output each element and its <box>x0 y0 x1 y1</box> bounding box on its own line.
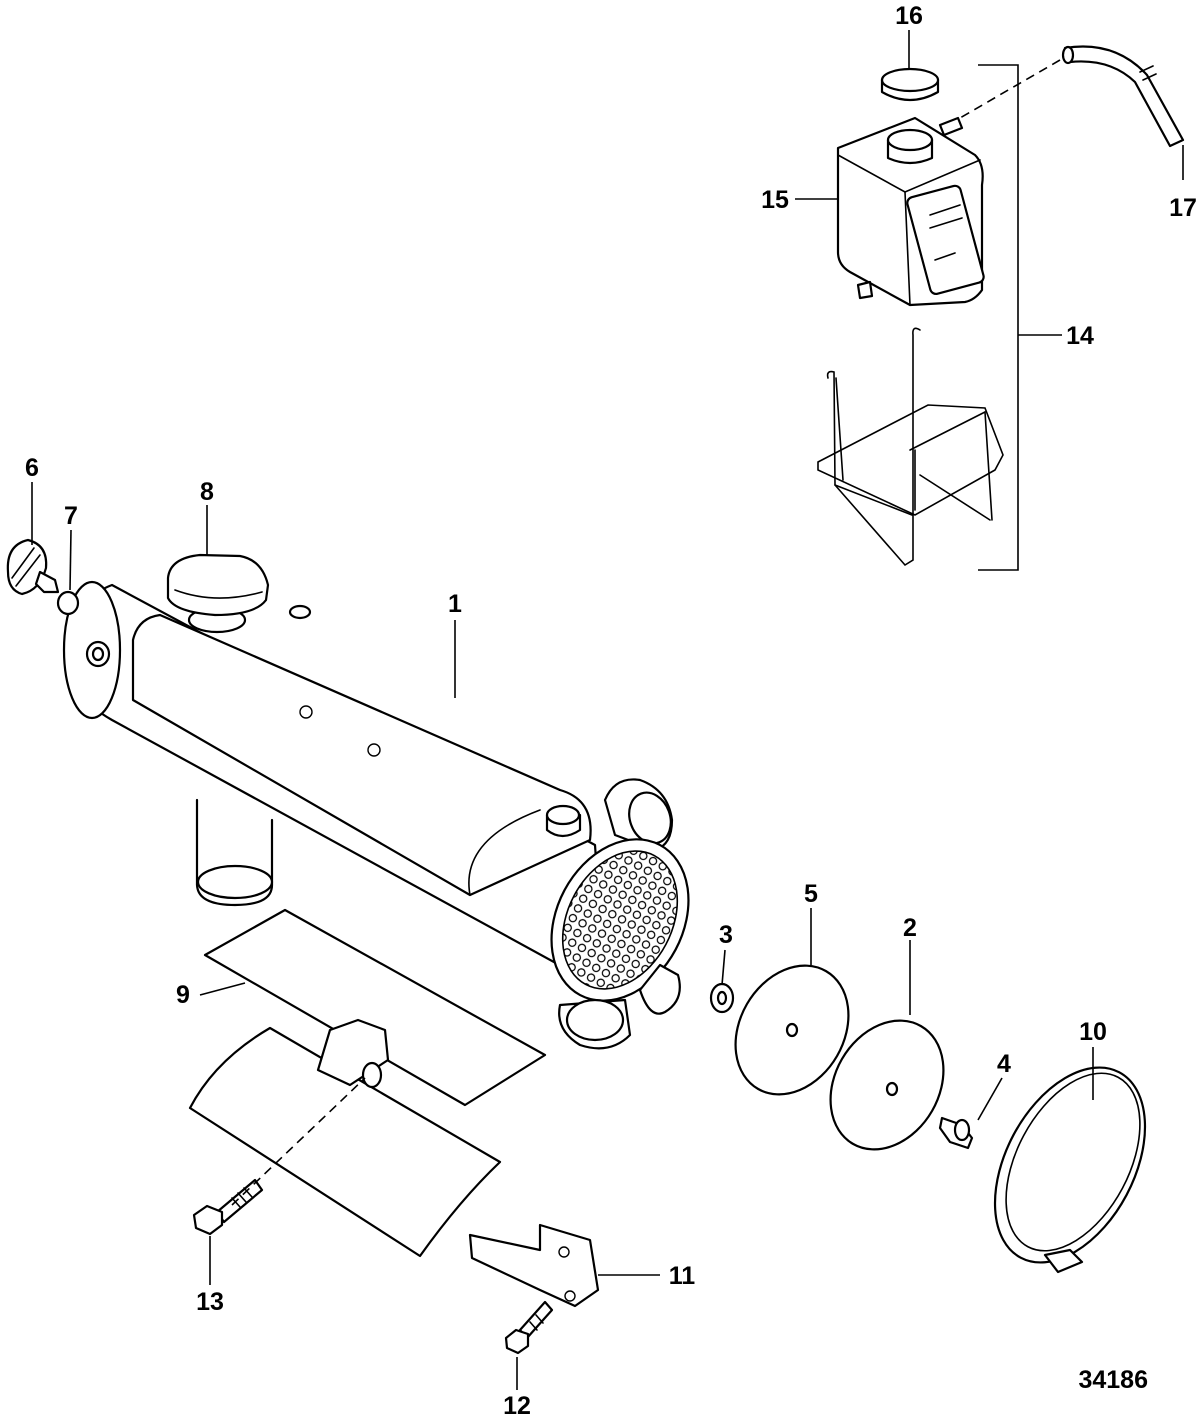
callout-12: 12 <box>503 1392 531 1418</box>
part-4-screw <box>938 1116 974 1150</box>
part-10-hose-clamp <box>993 1066 1147 1274</box>
part-17-overflow-hose <box>1061 45 1185 148</box>
leader-lines <box>31 30 1184 1390</box>
callout-1: 1 <box>448 590 462 618</box>
callout-6: 6 <box>25 454 39 482</box>
callout-3: 3 <box>719 921 733 949</box>
callout-10: 10 <box>1079 1018 1107 1046</box>
callout-labels: 1 2 3 4 5 6 7 8 9 10 11 12 13 14 15 16 1… <box>25 2 1197 1418</box>
part-7-o-ring <box>56 590 80 616</box>
part-11-support-bracket <box>188 1018 600 1308</box>
callout-16: 16 <box>895 2 923 30</box>
callout-15: 15 <box>761 186 789 214</box>
callout-7: 7 <box>64 502 78 530</box>
callout-13: 13 <box>196 1288 224 1316</box>
part-14-reservoir-bracket <box>817 327 1004 567</box>
part-6-drain-plug <box>6 538 60 596</box>
part-1-heat-exchanger <box>62 580 690 1050</box>
assembly-lines <box>231 59 1061 1206</box>
figure-number: 34186 <box>1078 1366 1148 1394</box>
callout-2: 2 <box>903 914 917 942</box>
part-2-end-cover <box>829 1019 945 1151</box>
callout-9: 9 <box>176 981 190 1009</box>
part-16-reservoir-cap <box>880 67 940 102</box>
callout-5: 5 <box>804 880 818 908</box>
part-13-bolt <box>192 1178 264 1236</box>
part-5-gasket <box>734 964 850 1096</box>
part-8-pressure-cap <box>166 553 270 617</box>
callout-8: 8 <box>200 478 214 506</box>
callout-14: 14 <box>1066 322 1094 350</box>
callout-17: 17 <box>1169 194 1197 222</box>
part-15-coolant-reservoir <box>836 116 985 307</box>
part-3-washer <box>709 982 735 1014</box>
part-12-bolt <box>504 1300 554 1355</box>
callout-4: 4 <box>997 1050 1011 1078</box>
callout-11: 11 <box>669 1262 696 1290</box>
